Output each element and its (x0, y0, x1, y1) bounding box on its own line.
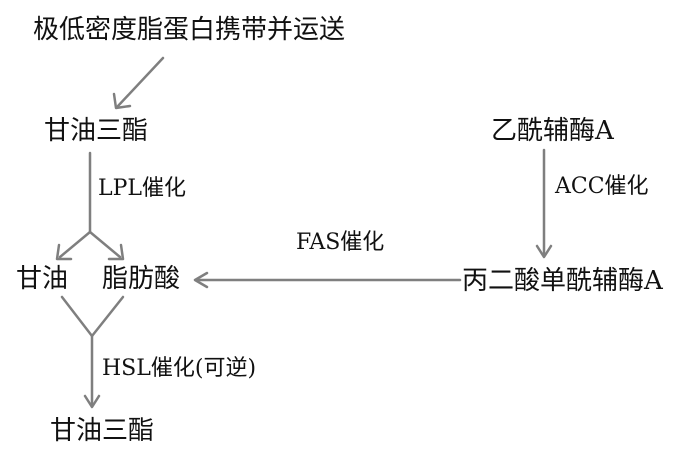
arrow-vldl-to-triglyceride (116, 56, 165, 108)
arrowhead-vldl (112, 92, 132, 110)
node-acetyl-coa: 乙酰辅酶A (491, 116, 614, 146)
label-lpl: LPL催化 (98, 176, 187, 201)
arrowhead-fas (193, 271, 209, 289)
node-glycerol: 甘油 (16, 264, 69, 294)
label-hsl: HSL催化(可逆) (102, 356, 257, 381)
node-fatty-acid: 脂肪酸 (102, 264, 181, 294)
node-triglyceride-top: 甘油三酯 (44, 116, 149, 146)
label-fas: FAS催化 (296, 230, 385, 255)
arrow-merge-from-glycerol (60, 295, 94, 338)
arrowhead-glycerol (55, 243, 73, 261)
arrowhead-hsl (83, 394, 101, 409)
arrow-branch-to-glycerol (58, 230, 92, 259)
arrowhead-acc (535, 244, 553, 259)
arrowhead-fatty-acid (107, 243, 125, 261)
node-vldl: 极低密度脂蛋白携带并运送 (33, 15, 346, 45)
node-malonyl-coa: 丙二酸单酰辅酶A (462, 266, 663, 296)
node-triglyceride-bottom: 甘油三酯 (50, 416, 155, 446)
arrow-merge-from-fatty-acid (90, 295, 125, 338)
label-acc: ACC催化 (555, 174, 649, 199)
arrow-branch-to-fatty-acid (88, 230, 122, 259)
